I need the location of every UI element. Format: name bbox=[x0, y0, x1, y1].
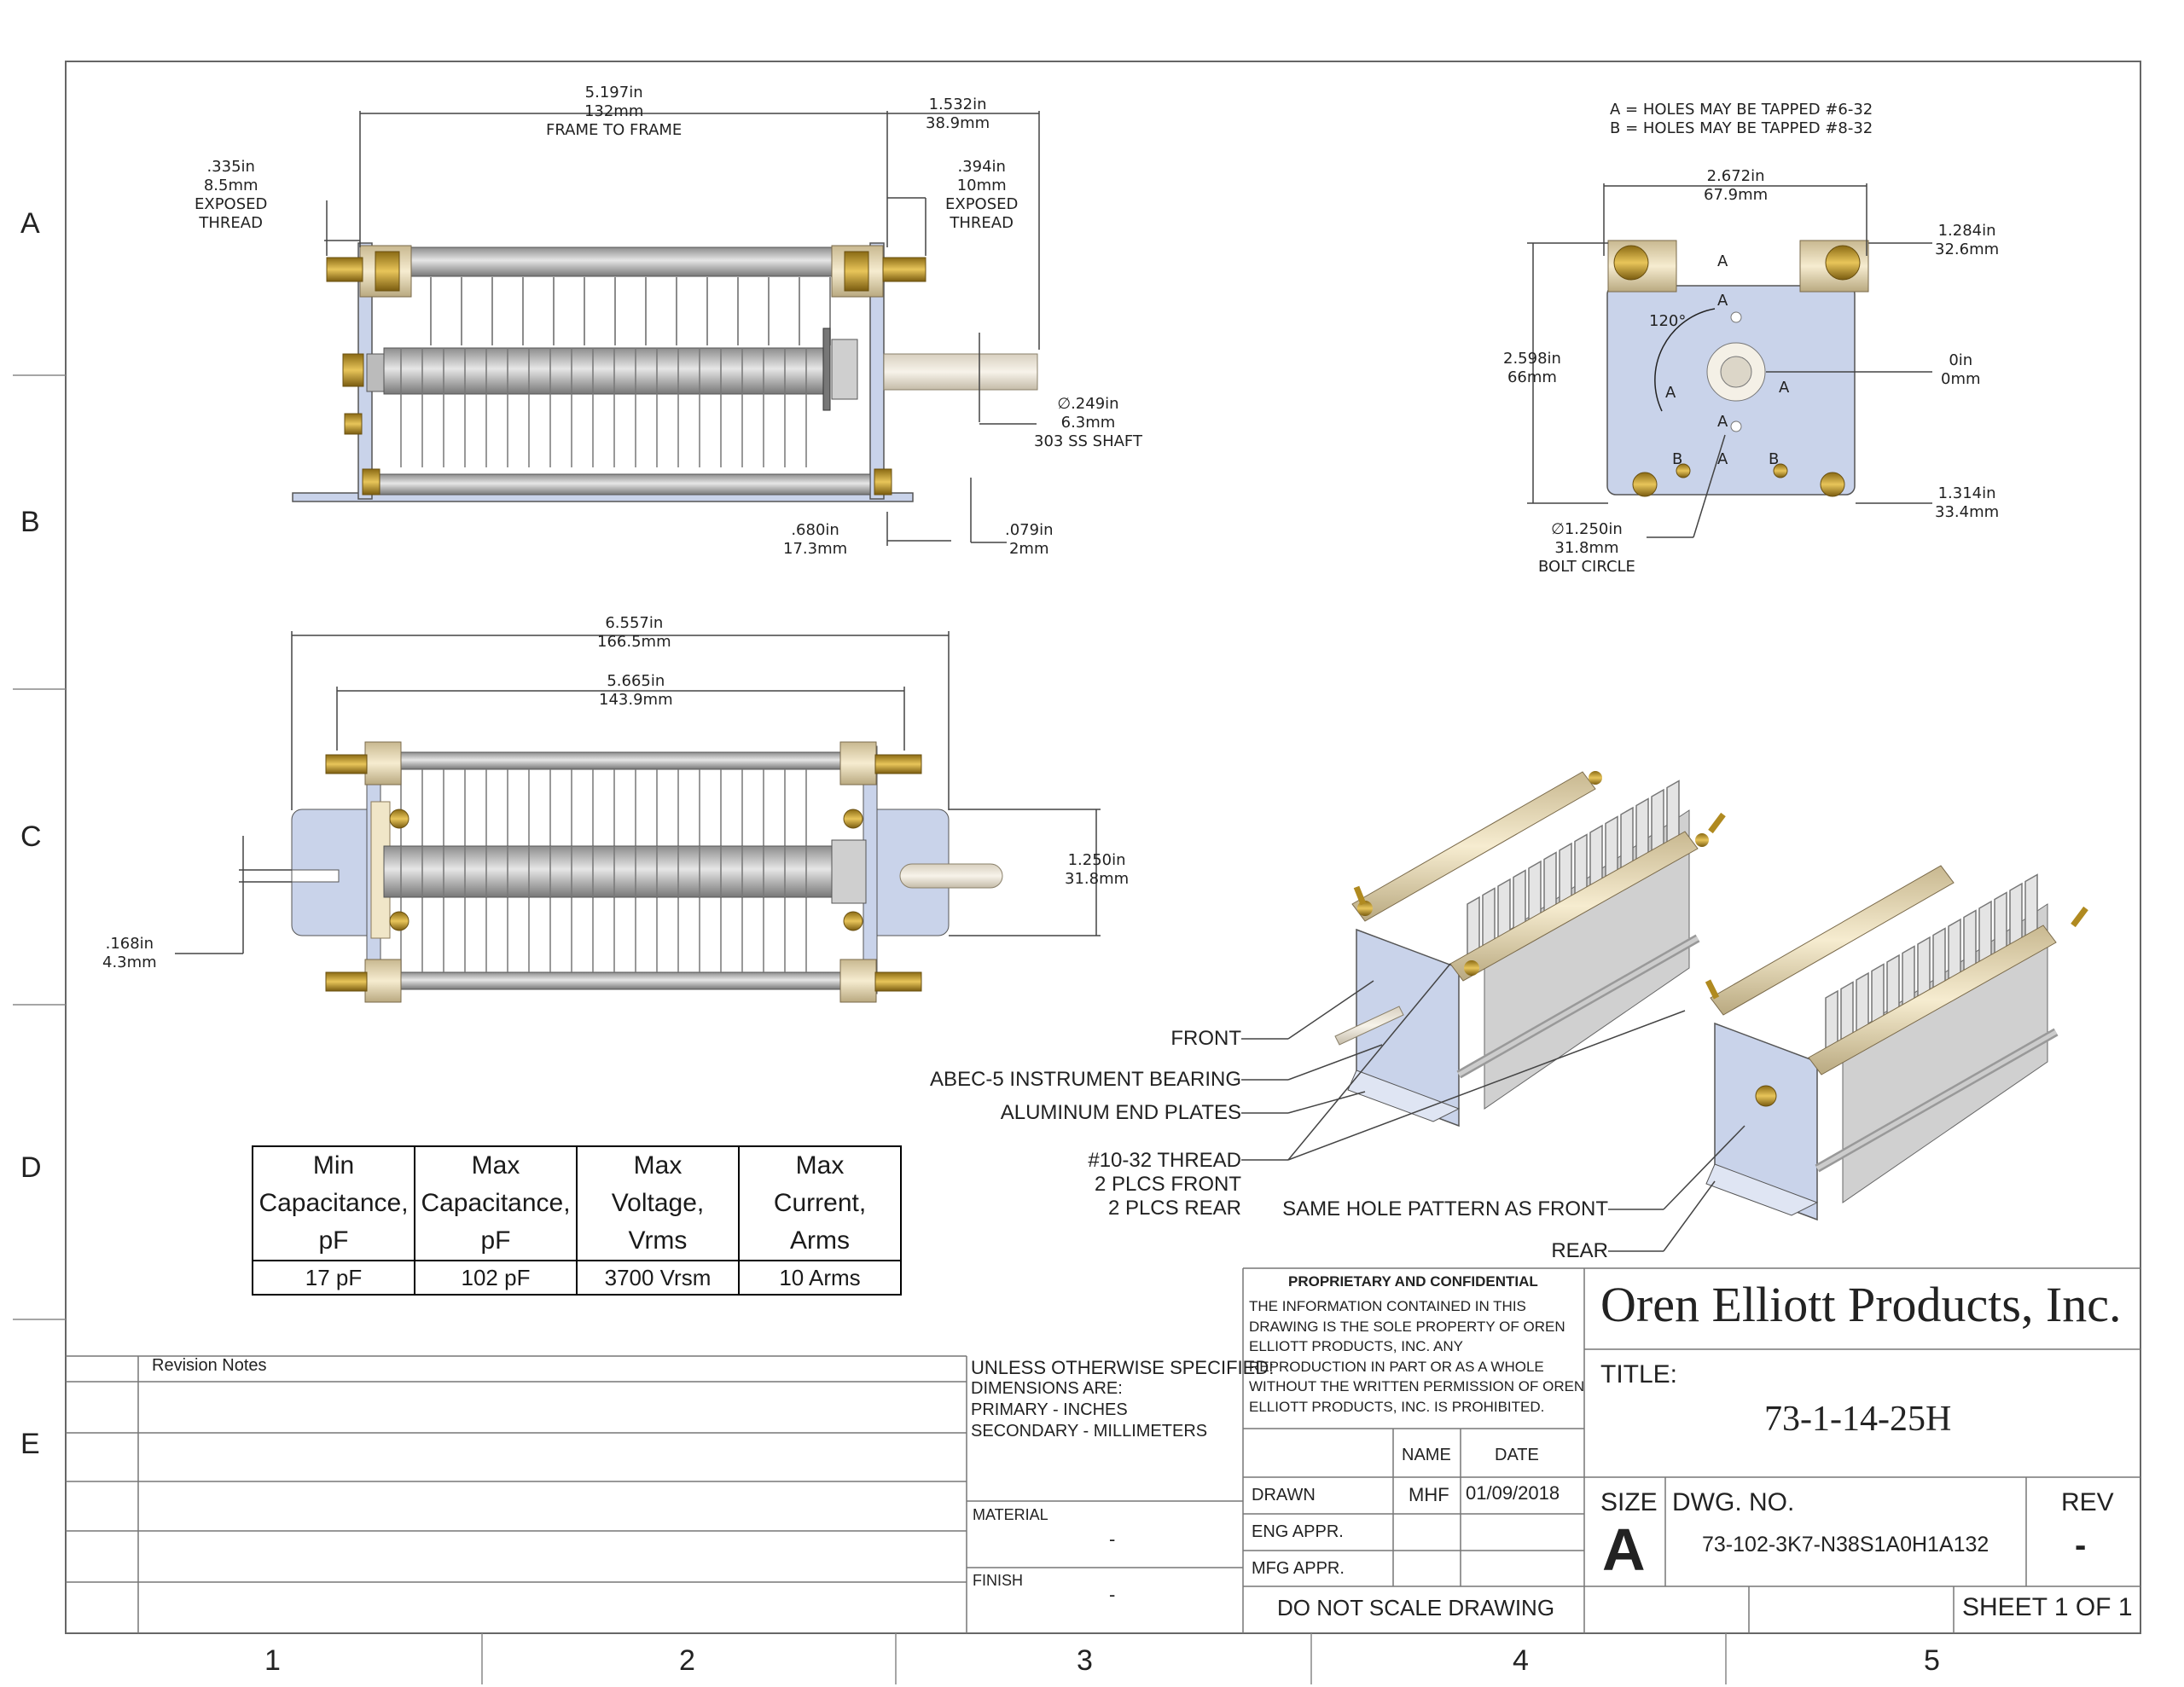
hole-letter-a-lower: A bbox=[1717, 413, 1728, 431]
zone-col-2: 2 bbox=[679, 1644, 695, 1677]
title-label: TITLE: bbox=[1600, 1360, 1678, 1388]
zone-row-e: E bbox=[20, 1428, 40, 1460]
material-label: MATERIAL bbox=[973, 1506, 1048, 1523]
dwg-no-label: DWG. NO. bbox=[1672, 1488, 1795, 1516]
drawn-label: DRAWN bbox=[1252, 1486, 1316, 1504]
dim-angle: 120° bbox=[1649, 312, 1687, 330]
size-value: A bbox=[1602, 1516, 1646, 1583]
material-value: - bbox=[1109, 1528, 1116, 1550]
hole-letter-b-left: B bbox=[1672, 450, 1683, 468]
hole-letter-b-right: B bbox=[1769, 450, 1780, 468]
spec-value-max-voltage: 3700 Vrsm bbox=[576, 1260, 740, 1296]
zone-col-5: 5 bbox=[1924, 1644, 1940, 1677]
zone-col-1: 1 bbox=[264, 1644, 281, 1677]
sheet-number: SHEET 1 OF 1 bbox=[1962, 1593, 2133, 1621]
finish-value: - bbox=[1109, 1584, 1116, 1605]
zone-row-d: D bbox=[20, 1151, 42, 1184]
hole-letter-a-upper: A bbox=[1717, 292, 1728, 310]
title-block-lines bbox=[66, 1267, 2140, 1633]
callout-rear: REAR bbox=[1551, 1239, 1608, 1262]
dwg-no-value: 73-102-3K7-N38S1A0H1A132 bbox=[1702, 1533, 1989, 1557]
zone-col-4: 4 bbox=[1513, 1644, 1529, 1677]
zone-row-b: B bbox=[20, 506, 40, 538]
drawn-name: MHF bbox=[1409, 1484, 1449, 1505]
zone-ticks bbox=[13, 374, 1727, 1684]
do-not-scale: DO NOT SCALE DRAWING bbox=[1277, 1595, 1555, 1620]
spec-table-value-row: 17 pF 102 pF 3700 Vrsm 10 Arms bbox=[252, 1260, 902, 1296]
rev-label: REV bbox=[2061, 1488, 2114, 1516]
spec-value-min-capacitance: 17 pF bbox=[252, 1260, 415, 1296]
eng-appr-label: ENG APPR. bbox=[1252, 1522, 1344, 1541]
hole-letter-a-right: A bbox=[1779, 379, 1790, 397]
callout-plates: ALUMINUM END PLATES bbox=[1000, 1101, 1241, 1124]
zone-row-a: A bbox=[20, 207, 40, 240]
tolerance-note: UNLESS OTHERWISE SPECIFIED:DIMENSIONS AR… bbox=[971, 1357, 1275, 1441]
title-value: 73-1-14-25H bbox=[1764, 1400, 1952, 1439]
spec-value-max-capacitance: 102 pF bbox=[414, 1260, 578, 1296]
zone-row-c: C bbox=[20, 820, 42, 853]
callout-leaders bbox=[1241, 963, 1745, 1252]
spec-value-max-current: 10 Arms bbox=[738, 1260, 902, 1296]
callout-front: FRONT bbox=[1170, 1027, 1241, 1050]
revision-notes-label: Revision Notes bbox=[152, 1356, 267, 1375]
callout-same-pattern: SAME HOLE PATTERN AS FRONT bbox=[1282, 1197, 1608, 1220]
dimension-lines-mid bbox=[175, 631, 1101, 954]
finish-label: FINISH bbox=[973, 1572, 1024, 1589]
dimension-lines-end bbox=[1527, 183, 1932, 538]
hole-letter-a-bottom: A bbox=[1717, 450, 1728, 468]
hole-letter-a-top: A bbox=[1717, 252, 1728, 270]
name-header: NAME bbox=[1402, 1446, 1451, 1464]
zone-col-3: 3 bbox=[1077, 1644, 1093, 1677]
mfg-appr-label: MFG APPR. bbox=[1252, 1559, 1345, 1578]
hole-letter-a-left: A bbox=[1665, 384, 1676, 402]
top-view-mid bbox=[291, 741, 1003, 1003]
isometric-rear bbox=[1705, 865, 2088, 1221]
rev-value: - bbox=[2075, 1527, 2087, 1564]
isometric-front bbox=[1334, 771, 1726, 1128]
company-name: Oren Elliott Products, Inc. bbox=[1600, 1277, 2122, 1332]
side-view-top bbox=[292, 242, 1038, 502]
proprietary-title: PROPRIETARY AND CONFIDENTIAL bbox=[1288, 1273, 1538, 1290]
drawn-date: 01/09/2018 bbox=[1466, 1482, 1560, 1504]
date-header: DATE bbox=[1495, 1446, 1539, 1464]
dimension-lines-top bbox=[324, 111, 1040, 546]
callout-bearing: ABEC-5 INSTRUMENT BEARING bbox=[930, 1068, 1241, 1091]
end-view bbox=[1606, 240, 1869, 497]
size-label: SIZE bbox=[1600, 1488, 1658, 1516]
sheet-border bbox=[65, 61, 2141, 1634]
